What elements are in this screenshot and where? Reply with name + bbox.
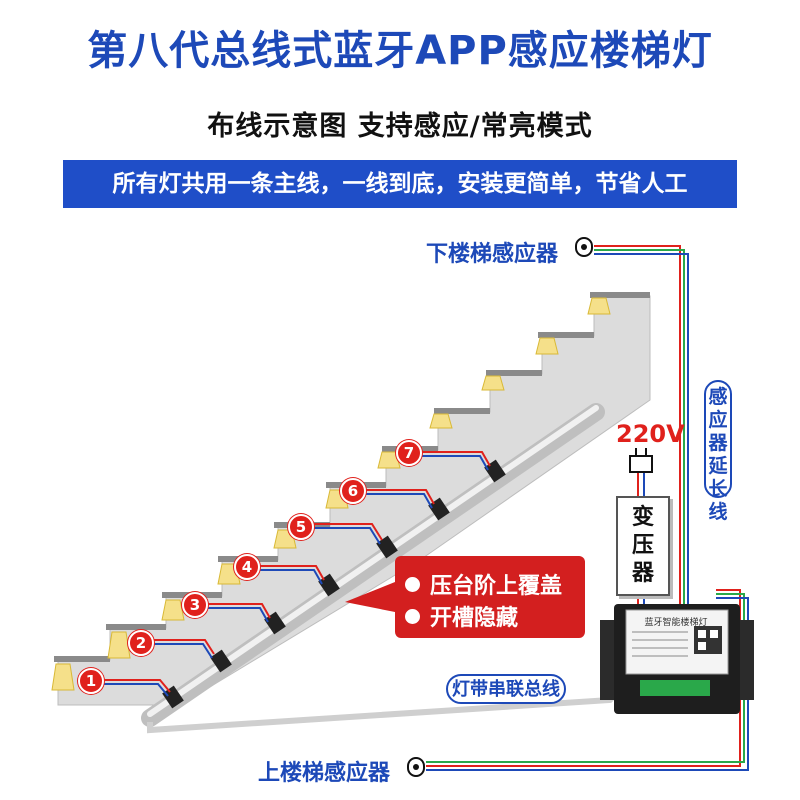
lamp-wires bbox=[96, 451, 491, 697]
controller-label: 蓝牙智能楼梯灯 bbox=[644, 618, 708, 628]
info-banner: 所有灯共用一条主线，一线到底，安装更简单，节省人工 bbox=[63, 160, 737, 208]
transformer-label: 变压器 bbox=[631, 505, 654, 586]
page-subtitle: 布线示意图 支持感应/常亮模式 bbox=[207, 111, 593, 142]
bullet-dot-icon bbox=[405, 576, 420, 592]
step-badge-4: 4 bbox=[234, 554, 260, 580]
sensor-top-icon bbox=[575, 237, 593, 257]
step-badge-2: 2 bbox=[128, 630, 154, 656]
sensor-bottom-icon bbox=[407, 757, 425, 777]
extension-wire-text: 感应器延长线 bbox=[708, 386, 728, 523]
callout-item-groove-text: 开槽隐藏 bbox=[430, 606, 519, 631]
downstairs-sensor-label: 下楼梯感应器 bbox=[426, 242, 559, 267]
step-badge-7: 7 bbox=[396, 440, 422, 466]
controller-box bbox=[600, 604, 754, 714]
step-badge-5: 5 bbox=[288, 514, 314, 540]
transformer-box: 变压器 bbox=[616, 496, 670, 596]
bullet-dot-icon bbox=[405, 608, 420, 624]
voltage-label: 220V bbox=[616, 420, 685, 448]
install-callout: 压台阶上覆盖 开槽隐藏 bbox=[395, 556, 585, 638]
callout-item-cover-text: 压台阶上覆盖 bbox=[430, 574, 563, 599]
step-lamps bbox=[51, 297, 611, 691]
step-badge-1: 1 bbox=[78, 668, 104, 694]
callout-item-groove: 开槽隐藏 bbox=[405, 600, 518, 632]
extension-wire-label: 感应器延长线 bbox=[704, 380, 732, 523]
callout-item-cover: 压台阶上覆盖 bbox=[405, 568, 562, 600]
bus-line-label: 灯带串联总线 bbox=[446, 674, 566, 704]
step-badge-6: 6 bbox=[340, 478, 366, 504]
step-badge-3: 3 bbox=[182, 592, 208, 618]
upstairs-sensor-label: 上楼梯感应器 bbox=[258, 761, 391, 786]
plug-icon bbox=[629, 448, 653, 473]
callout-pointer bbox=[345, 582, 395, 612]
page-title: 第八代总线式蓝牙APP感应楼梯灯 bbox=[87, 28, 713, 74]
